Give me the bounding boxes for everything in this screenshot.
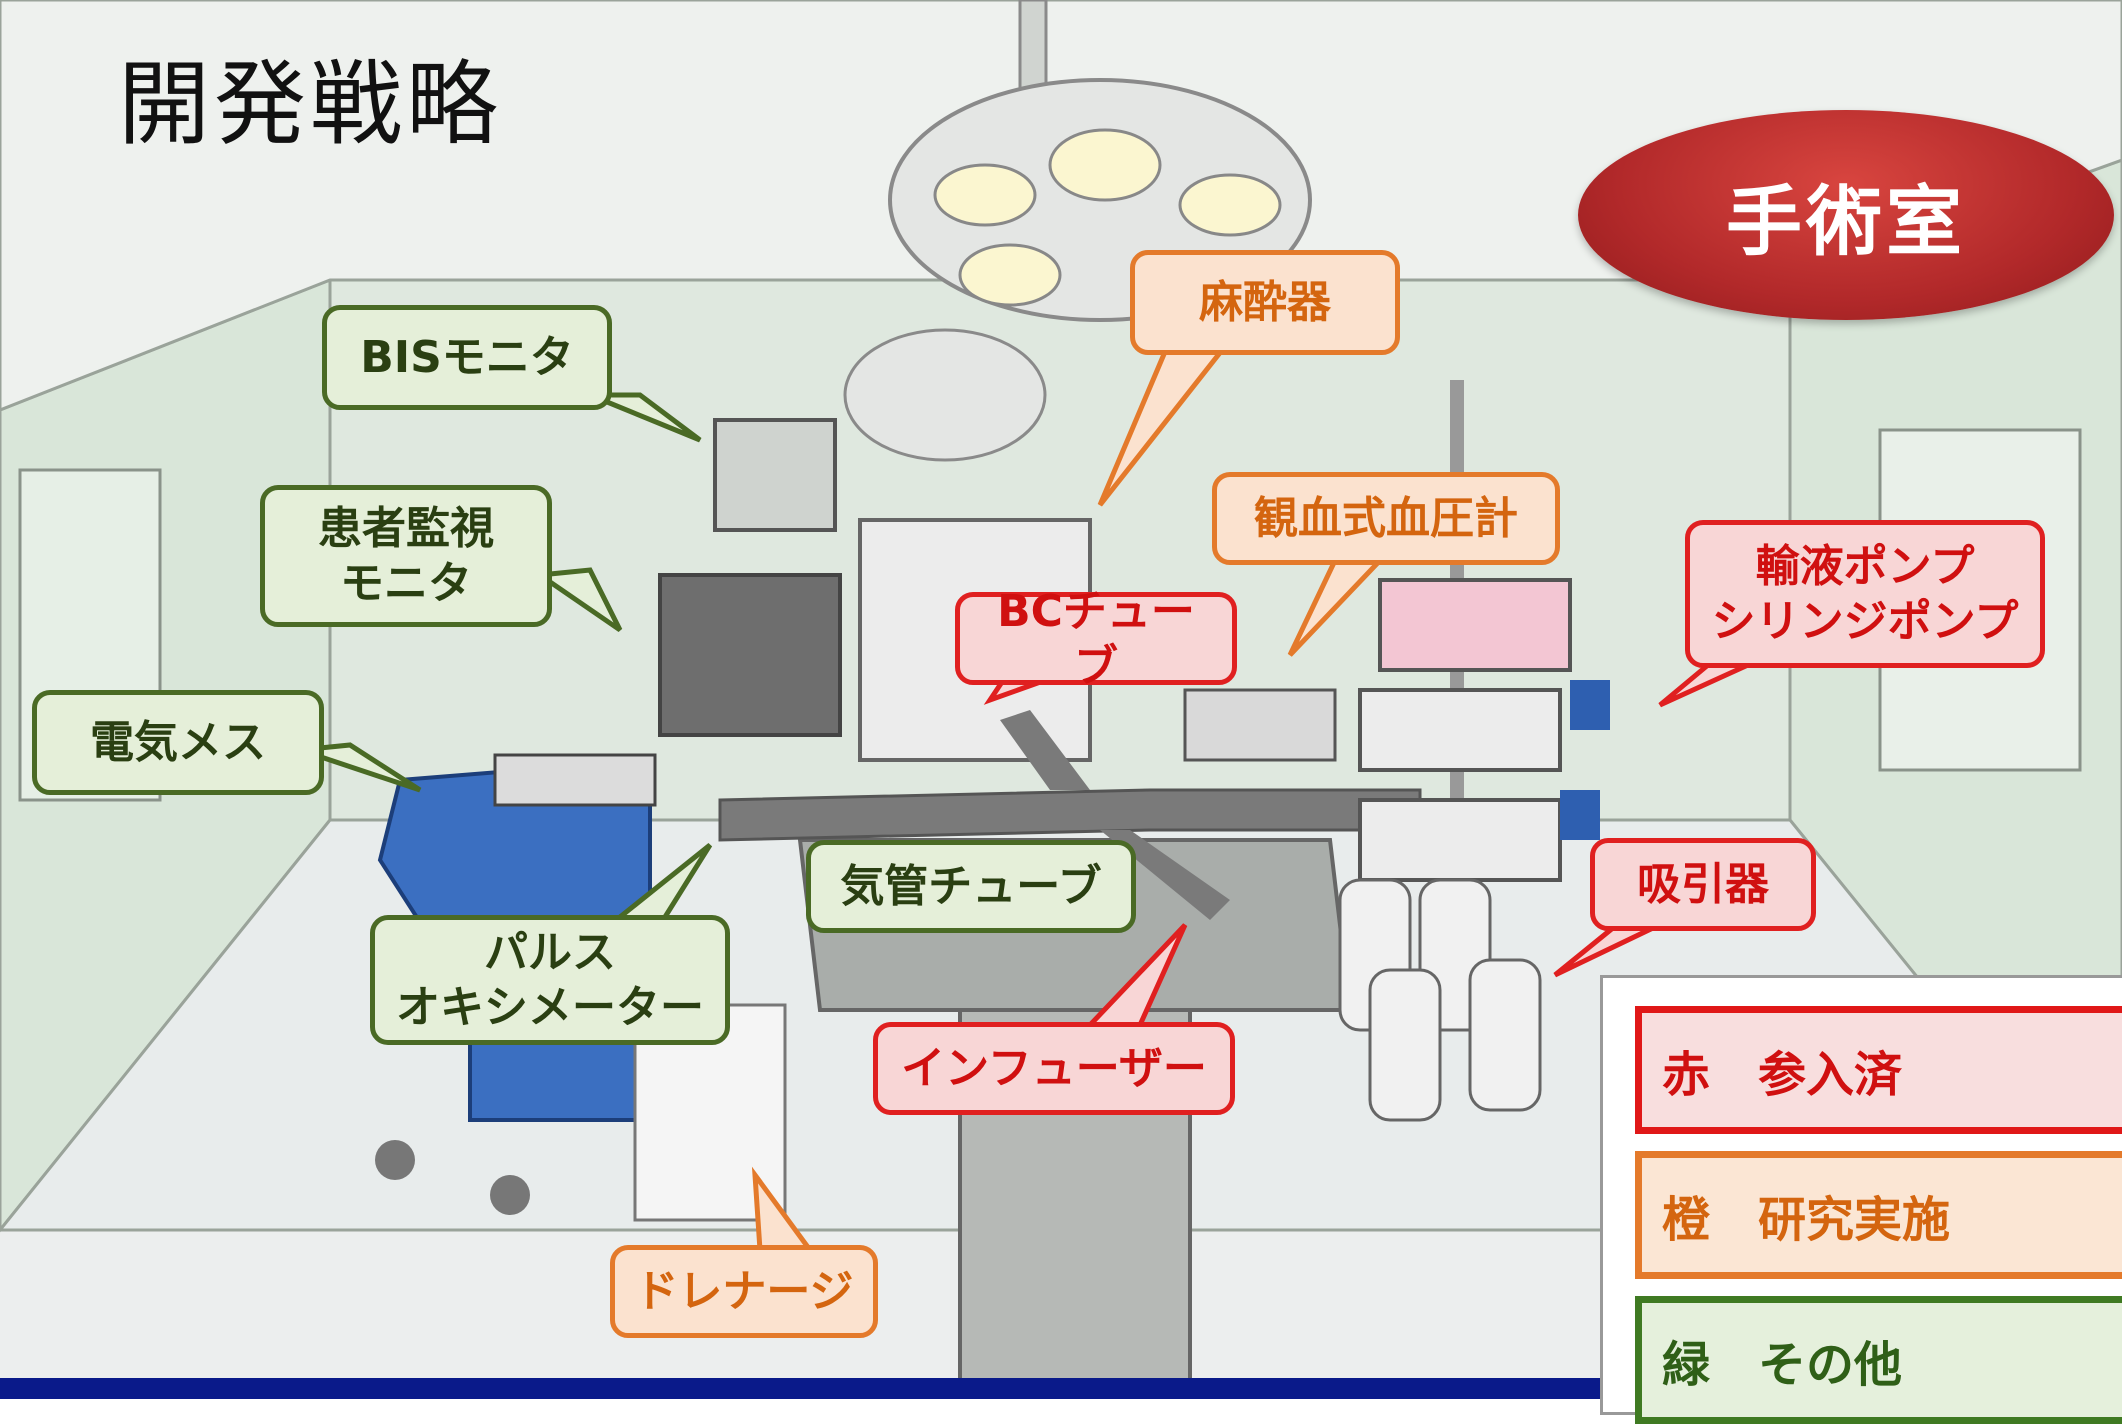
wheel — [375, 1140, 415, 1180]
syringe-pump-shape — [1358, 688, 1562, 772]
esu-panel — [493, 753, 657, 807]
footer-bar — [0, 1378, 1600, 1399]
label-patient-monitor: 患者監視 モニタ — [260, 485, 552, 627]
patient-monitor-shape — [658, 573, 842, 737]
label-electrosurgical: 電気メス — [32, 690, 324, 795]
page-title: 開発戦略 — [118, 51, 503, 158]
suction-canister — [1468, 958, 1542, 1112]
label-drainage: ドレナージ — [610, 1245, 878, 1338]
label-anesthesia-machine: 麻酔器 — [1130, 250, 1400, 355]
wheel — [490, 1175, 530, 1215]
label-infusion-pump-line1: 輸液ポンプ — [1755, 541, 1975, 592]
light-lens — [958, 243, 1062, 307]
pump-clamp — [1560, 790, 1600, 840]
label-suction: 吸引器 — [1590, 838, 1816, 931]
callout-pointer-bis — [589, 392, 702, 443]
label-tracheal-tube: 気管チューブ — [806, 840, 1136, 933]
light-lens — [933, 163, 1037, 227]
legend: 赤 参入済 橙 研究実施 緑 その他 — [1600, 975, 2122, 1424]
pump-clamp — [1570, 680, 1610, 730]
callout-pointer-esu — [299, 742, 422, 793]
label-invasive-bp: 観血式血圧計 — [1212, 472, 1560, 565]
light-lens — [1048, 128, 1162, 202]
label-syringe-pump-line2: シリンジポンプ — [1711, 596, 2019, 647]
label-infuser: インフューザー — [873, 1022, 1235, 1115]
surgical-light-2 — [843, 328, 1047, 462]
legend-green: 緑 その他 — [1635, 1296, 2122, 1424]
label-patient-monitor-line2: モニタ — [340, 558, 472, 609]
label-infusion-pumps: 輸液ポンプ シリンジポンプ — [1685, 520, 2045, 668]
label-bis-monitor: BISモニタ — [322, 305, 612, 410]
bp-transducer-rack — [1183, 688, 1337, 762]
label-pulse-oximeter-line1: パルス — [484, 927, 616, 978]
syringe-pump-shape — [1358, 798, 1562, 882]
label-pulse-oximeter: パルス オキシメーター — [370, 915, 730, 1045]
legend-red: 赤 参入済 — [1635, 1006, 2122, 1134]
label-bc-tube: BCチューブ — [955, 586, 1237, 692]
label-patient-monitor-line1: 患者監視 — [318, 503, 494, 554]
patient-arm — [1000, 710, 1090, 790]
callout-pointer-patient-monitor — [532, 567, 623, 633]
legend-orange: 橙 研究実施 — [1635, 1151, 2122, 1279]
suction-canister — [1368, 968, 1442, 1122]
room-badge: 手術室 — [1578, 110, 2114, 320]
bis-monitor-shape — [713, 418, 837, 532]
label-pulse-oximeter-line2: オキシメーター — [396, 982, 704, 1033]
infusion-pump-shape — [1378, 578, 1572, 672]
light-lens — [1178, 173, 1282, 237]
